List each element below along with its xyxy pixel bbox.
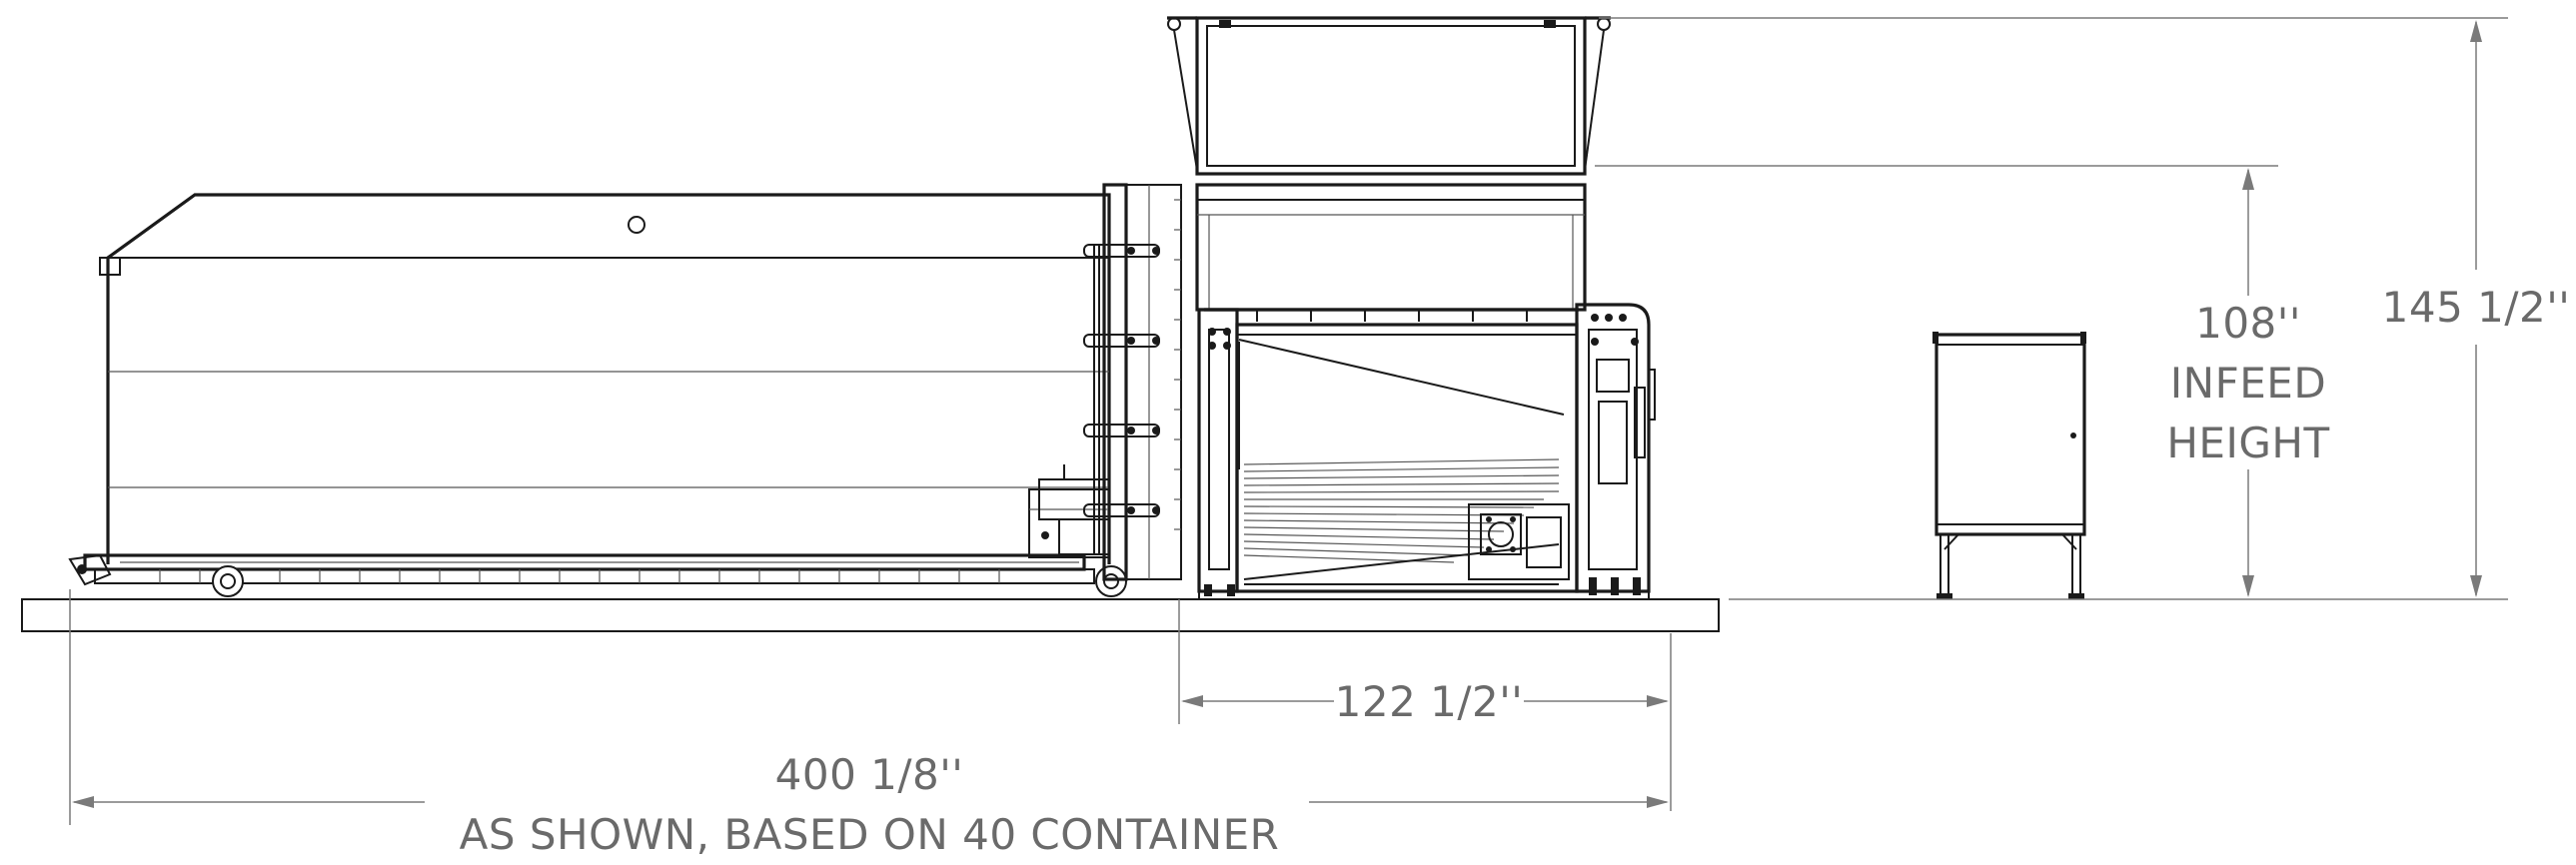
overall-length-note: AS SHOWN, BASED ON 40 CONTAINER	[460, 810, 1280, 859]
base-pad	[21, 598, 1720, 632]
compactor-length-label: 122 1/2''	[1335, 677, 1524, 726]
container-door-mechanism	[1038, 183, 1182, 581]
dimension-overall-height: 145 1/2''	[1599, 17, 2571, 600]
top-hatch-icon	[628, 216, 645, 234]
compactor-unit	[1167, 16, 1656, 600]
control-cabinet	[1932, 332, 2086, 599]
container	[68, 193, 1127, 597]
overall-length-label: 400 1/8''	[775, 750, 964, 799]
dimension-overall-length: 400 1/8'' AS SHOWN, BASED ON 40 CONTAINE…	[69, 589, 1669, 859]
dimension-infeed-height: 108'' INFEED HEIGHT	[1595, 165, 2329, 597]
infeed-height-value: 108''	[2195, 299, 2301, 348]
infeed-height-label-line1: INFEED	[2170, 359, 2326, 408]
overall-height-label: 145 1/2''	[2382, 283, 2571, 332]
infeed-height-label-line2: HEIGHT	[2166, 419, 2329, 467]
dimension-compactor-length: 122 1/2''	[1178, 599, 1672, 811]
